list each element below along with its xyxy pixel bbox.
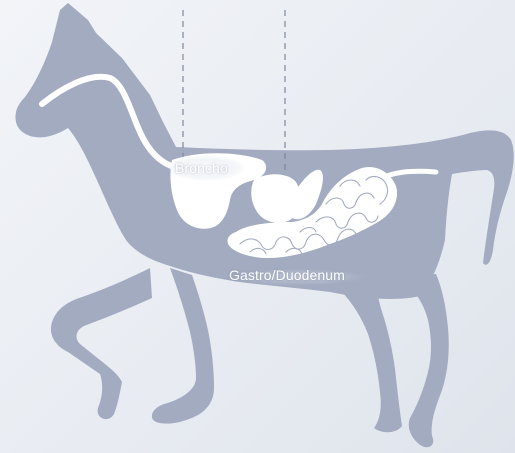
gastro-highlight	[223, 268, 371, 286]
broncho-highlight	[166, 155, 246, 181]
